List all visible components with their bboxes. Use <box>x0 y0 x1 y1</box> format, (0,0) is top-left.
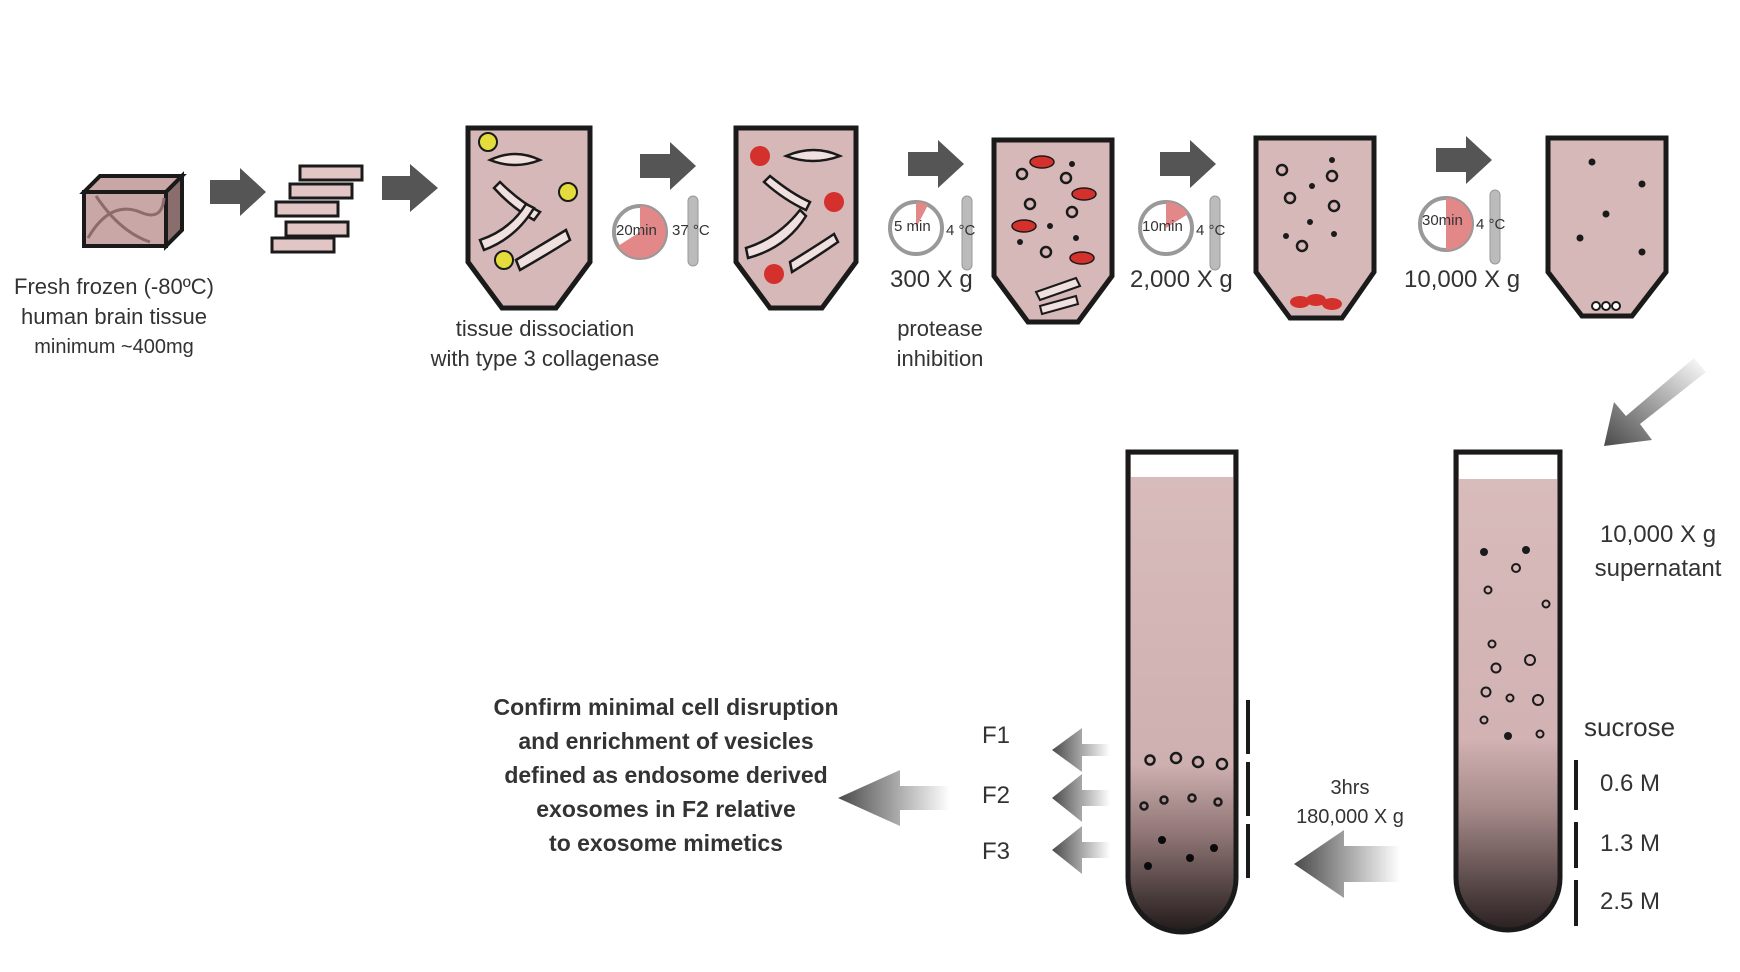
step-time: 30min <box>1422 212 1463 229</box>
thermometer-icon <box>961 195 973 271</box>
concentration-label: 1.3 M <box>1600 830 1661 857</box>
supernatant-label-line: 10,000 X g <box>1599 521 1717 548</box>
fraction-label: F2 <box>982 782 1011 809</box>
timer-icon <box>888 200 944 256</box>
spin-label-line: 180,000 X g <box>1296 806 1404 828</box>
tube-sucrose-gradient <box>1453 449 1563 933</box>
conclusion-line: and enrichment of vesicles <box>518 728 814 754</box>
conclusion-line: defined as endosome derived <box>504 762 828 788</box>
spin-label-line: 3hrs <box>1330 777 1370 799</box>
result-arrow-icon <box>838 770 950 826</box>
step-speed: 10,000 X g <box>1404 266 1521 293</box>
timer-icon <box>1138 200 1194 256</box>
protease-label-line: protease <box>897 316 983 341</box>
concentration-label: 2.5 M <box>1600 888 1661 915</box>
conclusion-line: exosomes in F2 relative <box>536 796 796 822</box>
thermometer-icon <box>1489 189 1501 265</box>
conclusion-line: Confirm minimal cell disruption <box>493 694 839 720</box>
dissociation-label-line: tissue dissociation <box>455 316 635 341</box>
tube-dissociation <box>465 125 593 311</box>
conclusion-text: Confirm minimal cell disruption and enri… <box>476 690 856 860</box>
step-speed: 2,000 X g <box>1130 266 1233 293</box>
step-time: 20min <box>616 222 657 239</box>
timer-icon <box>612 204 668 260</box>
conclusion-line: to exosome mimetics <box>549 830 783 856</box>
supernatant-label: 10,000 X g supernatant <box>1578 518 1738 586</box>
sucrose-label: sucrose <box>1584 712 1676 742</box>
fraction-label: F3 <box>982 838 1011 865</box>
thermometer-icon <box>1209 195 1221 271</box>
step-time: 10min <box>1142 218 1183 235</box>
arrow-icon <box>1160 140 1216 188</box>
arrow-icon <box>908 140 964 188</box>
concentration-label: 0.6 M <box>1600 770 1661 797</box>
arrow-icon <box>1436 136 1492 184</box>
spin-arrow-icon <box>1294 830 1400 898</box>
tube-fractionated <box>1125 449 1239 935</box>
tissue-label-line: Fresh frozen (-80ºC) <box>14 274 214 299</box>
supernatant-label-line: supernatant <box>1594 555 1722 582</box>
tissue-label: Fresh frozen (-80ºC) human brain tissue … <box>0 272 228 362</box>
tissue-label-line: minimum ~400mg <box>34 336 194 358</box>
spin-label: 3hrs 180,000 X g <box>1270 774 1430 832</box>
tube-2000g <box>1253 135 1377 321</box>
step-temp: 4 °C <box>1476 216 1506 233</box>
tissue-label-line: human brain tissue <box>21 304 207 329</box>
step-temp: 37 °C <box>672 222 710 239</box>
protease-label-line: inhibition <box>896 346 984 371</box>
dissociation-label: tissue dissociation with type 3 collagen… <box>400 314 690 374</box>
fraction-arrow-icon <box>1052 728 1110 874</box>
timer-icon <box>1418 196 1474 252</box>
fraction-label: F1 <box>982 722 1011 749</box>
diagonal-arrow-icon <box>1604 358 1706 446</box>
tube-10000g <box>1545 135 1669 319</box>
step-time: 5 min <box>894 218 931 235</box>
tube-300g <box>991 137 1115 325</box>
step-speed: 300 X g <box>890 266 973 293</box>
arrow-icon <box>640 142 696 190</box>
tissue-block-icon <box>79 171 187 251</box>
protease-label: protease inhibition <box>870 314 1010 374</box>
arrow-icon <box>382 164 438 212</box>
thermometer-icon <box>687 195 699 267</box>
tube-digested <box>733 125 859 311</box>
step-temp: 4 °C <box>1196 222 1226 239</box>
tissue-slices-icon <box>270 164 364 254</box>
step-temp: 4 °C <box>946 222 976 239</box>
dissociation-label-line: with type 3 collagenase <box>430 346 660 371</box>
arrow-icon <box>210 168 266 216</box>
